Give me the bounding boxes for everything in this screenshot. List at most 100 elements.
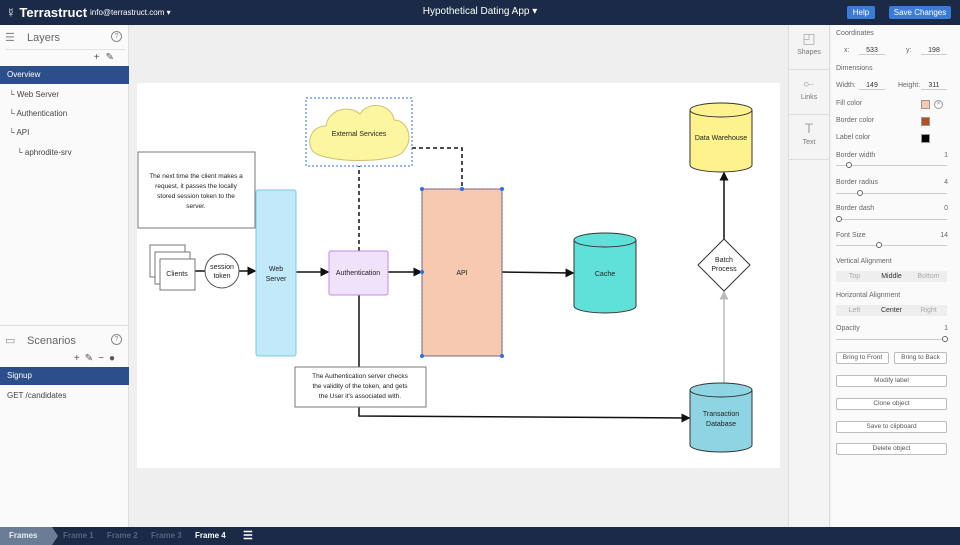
node-cache[interactable]: Cache <box>573 232 637 314</box>
node-external-services[interactable]: External Services <box>305 97 413 167</box>
frame-3-tab[interactable]: Frame 3 <box>151 531 182 540</box>
bring-to-front-button[interactable]: Bring to Front <box>836 352 889 364</box>
save-changes-button[interactable]: Save Changes <box>889 6 951 19</box>
valign-middle[interactable]: Middle <box>881 273 902 280</box>
layers-title: Layers <box>27 32 61 44</box>
valign-top[interactable]: Top <box>848 273 861 280</box>
layer-item-api[interactable]: └ API <box>9 128 30 137</box>
help-icon[interactable]: ? <box>111 334 122 345</box>
frame-2-tab[interactable]: Frame 2 <box>107 531 138 540</box>
dimensions-label: Dimensions <box>836 65 873 72</box>
edge-external-api[interactable] <box>412 147 463 189</box>
delete-object-button[interactable]: Delete object <box>836 443 947 455</box>
halign-center[interactable]: Center <box>880 307 902 314</box>
save-to-clipboard-button[interactable]: Save to clipboard <box>836 421 947 433</box>
settings-icon[interactable]: ● <box>108 353 120 364</box>
clear-fill-icon[interactable]: × <box>934 100 943 109</box>
label-color-label: Label color <box>836 134 871 141</box>
frame-1-tab[interactable]: Frame 1 <box>63 531 94 540</box>
logo[interactable]: ☿ Terrastruct <box>6 5 88 20</box>
add-icon[interactable]: + <box>73 353 85 364</box>
border-dash-slider[interactable] <box>836 216 947 222</box>
border-width-value: 1 <box>944 152 948 159</box>
links-tool[interactable]: ⟜Links <box>789 70 829 115</box>
layer-item-overview[interactable]: Overview <box>0 66 129 84</box>
menu-icon[interactable]: ☰ <box>243 530 253 542</box>
node-authentication[interactable]: Authentication <box>328 250 389 296</box>
coordinates-label: Coordinates <box>836 30 874 37</box>
border-radius-slider[interactable] <box>836 190 947 196</box>
edit-icon[interactable]: ✎ <box>84 353 99 364</box>
border-width-slider[interactable] <box>836 162 947 168</box>
y-input[interactable]: 198 <box>921 47 947 55</box>
height-label: Height: <box>898 82 921 89</box>
logo-text: Terrastruct <box>19 5 88 20</box>
modify-label-button[interactable]: Modify label <box>836 375 947 387</box>
clone-object-button[interactable]: Clone object <box>836 398 947 410</box>
scenarios-title: Scenarios <box>27 335 76 347</box>
layer-item-authentication[interactable]: └ Authentication <box>9 109 68 118</box>
text-icon: T <box>804 120 814 136</box>
horizontal-alignment-control: Left Center Right <box>836 305 947 316</box>
opacity-label: Opacity <box>836 325 860 332</box>
bring-to-back-button[interactable]: Bring to Back <box>894 352 947 364</box>
layer-item-aphrodite-srv[interactable]: └ aphrodite-srv <box>17 148 72 157</box>
help-icon[interactable]: ? <box>111 31 122 42</box>
border-radius-label: Border radius <box>836 179 879 186</box>
frame-4-tab[interactable]: Frame 4 <box>195 531 226 540</box>
valign-bottom[interactable]: Bottom <box>917 273 940 280</box>
border-color-swatch[interactable] <box>921 117 930 126</box>
font-size-slider[interactable] <box>836 242 947 248</box>
scenario-tools: +✎−● <box>74 353 120 364</box>
svg-text:API: API <box>456 270 467 277</box>
border-dash-value: 0 <box>944 205 948 212</box>
frames-label: Frames <box>0 527 52 545</box>
label-color-swatch[interactable] <box>921 134 930 143</box>
halign-left[interactable]: Left <box>848 307 861 314</box>
edge-auth-txdb[interactable] <box>358 295 691 423</box>
height-input[interactable]: 311 <box>921 82 947 90</box>
slider-handle[interactable] <box>942 336 948 342</box>
shapes-tool[interactable]: ◰Shapes <box>789 25 829 70</box>
slider-handle[interactable] <box>876 242 882 248</box>
slider-handle[interactable] <box>857 190 863 196</box>
remove-icon[interactable]: − <box>98 353 109 364</box>
frames-bar: Frames Frame 1 Frame 2 Frame 3 Frame 4 ☰ <box>0 527 960 545</box>
fill-color-label: Fill color <box>836 100 863 107</box>
layer-tools: +✎ <box>94 52 120 63</box>
x-input[interactable]: 533 <box>859 47 885 55</box>
diagram-title-menu[interactable]: Hypothetical Dating App ▾ <box>422 6 538 17</box>
layer-item-web-server[interactable]: └ Web Server <box>9 90 59 99</box>
fill-color-swatch[interactable] <box>921 100 930 109</box>
edit-icon[interactable]: ✎ <box>105 52 120 63</box>
width-input[interactable]: 149 <box>859 82 885 90</box>
svg-text:Clients: Clients <box>166 271 188 278</box>
slider-handle[interactable] <box>846 162 852 168</box>
opacity-slider[interactable] <box>836 336 948 342</box>
node-clients[interactable]: Clients <box>149 244 196 291</box>
node-api[interactable]: API <box>420 187 504 358</box>
add-icon[interactable]: + <box>93 52 106 63</box>
slider-handle[interactable] <box>836 216 842 222</box>
help-button[interactable]: Help <box>847 6 875 19</box>
edge-api-cache[interactable] <box>501 268 575 278</box>
vertical-alignment-control: Top Middle Bottom <box>836 271 947 282</box>
svg-text:External Services: External Services <box>332 131 387 138</box>
halign-right[interactable]: Right <box>920 307 937 314</box>
border-radius-value: 4 <box>944 179 948 186</box>
account-menu[interactable]: info@terrastruct.com ▾ <box>90 8 171 17</box>
scenario-item-get-candidates[interactable]: GET /candidates <box>7 391 67 400</box>
node-data-warehouse[interactable]: Data Warehouse <box>689 102 753 173</box>
scenario-item-signup[interactable]: Signup <box>0 367 129 385</box>
border-color-label: Border color <box>836 117 875 124</box>
